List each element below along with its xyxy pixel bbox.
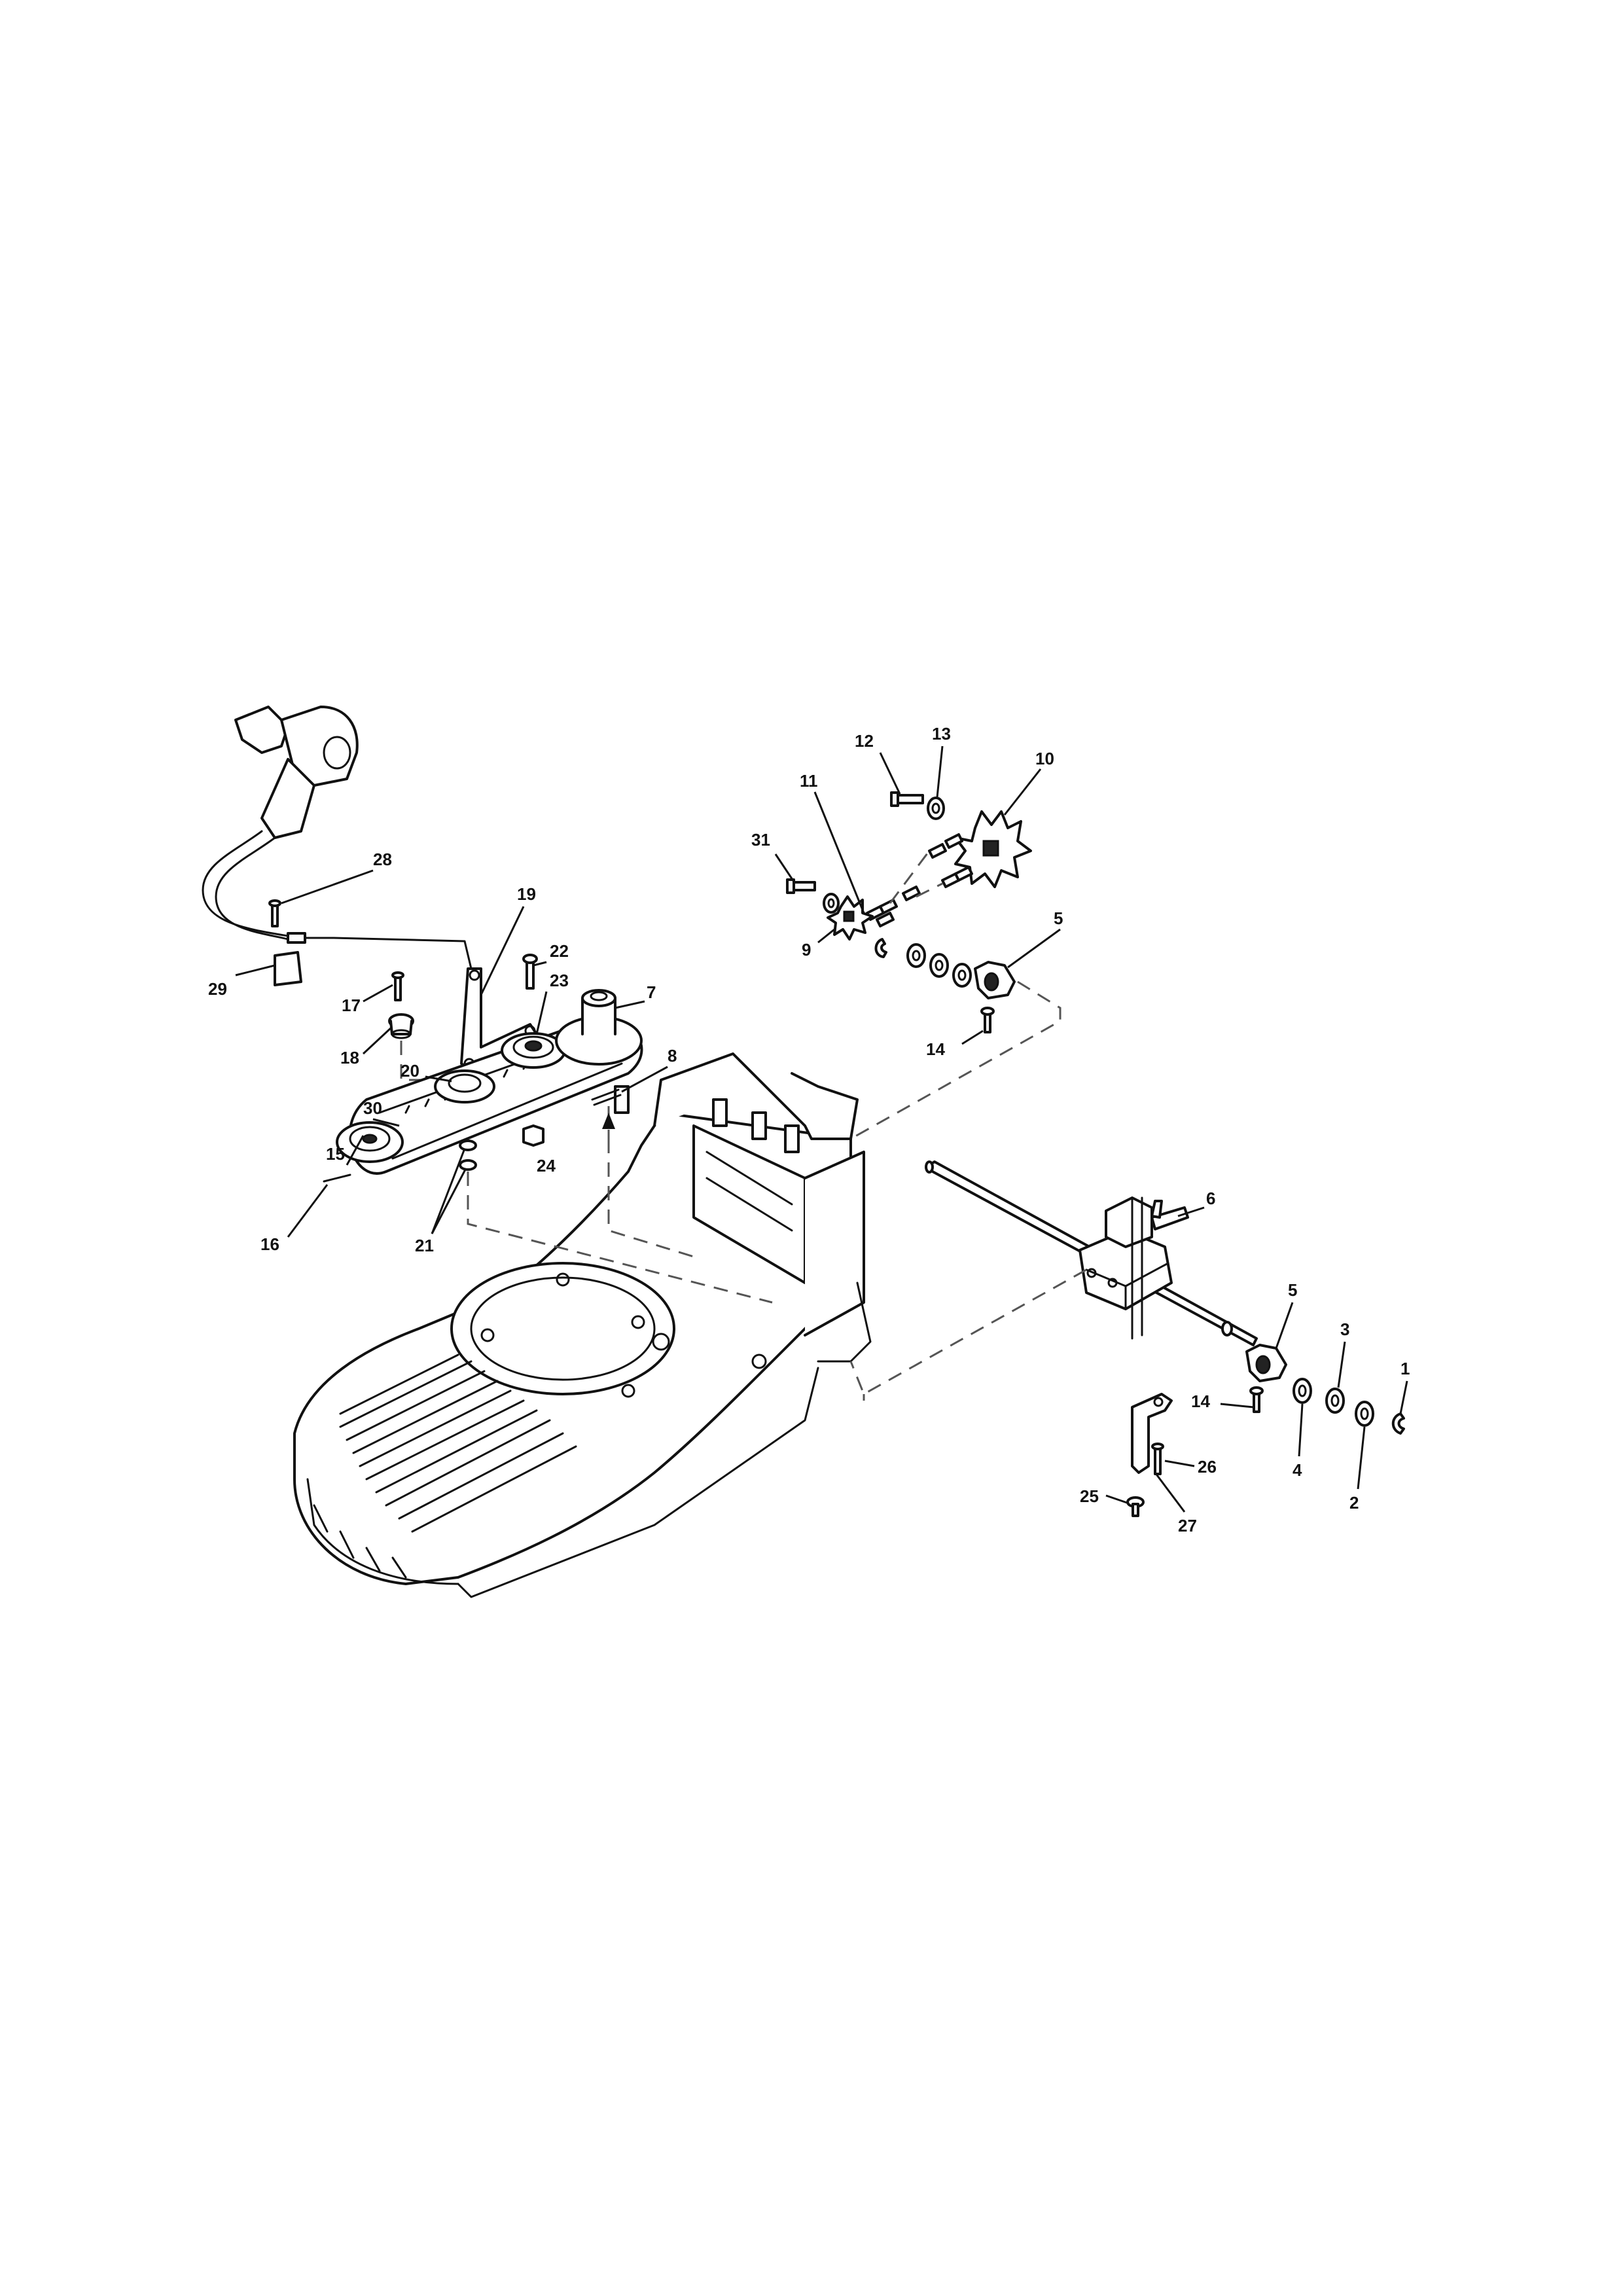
- gearbox-axle-assembly: [925, 1160, 1258, 1346]
- washer-3: [1325, 1388, 1345, 1414]
- bushing-18: [388, 1013, 414, 1039]
- callout-labels: 1 2 3 4 5 5 6 7 8 9 10 11 12 13 14 14 15…: [208, 724, 1410, 1535]
- callout-27: 27: [1178, 1516, 1197, 1535]
- pin-16: [323, 1174, 351, 1183]
- screw-25: [1126, 1496, 1145, 1517]
- screw-17: [391, 971, 404, 1001]
- callout-26: 26: [1198, 1457, 1217, 1477]
- callout-17: 17: [342, 996, 361, 1015]
- screw-28: [268, 899, 281, 927]
- belt-drive-assembly: [336, 989, 643, 1175]
- spring-8: [591, 1088, 622, 1106]
- cable-bracket: [274, 932, 473, 986]
- callout-23: 23: [550, 971, 569, 990]
- clip-1: [1391, 1412, 1405, 1435]
- callout-8: 8: [668, 1046, 677, 1066]
- callout-28: 28: [373, 850, 392, 869]
- screw-14-upper: [980, 1007, 995, 1033]
- callout-21: 21: [415, 1236, 434, 1255]
- callout-3: 3: [1340, 1319, 1349, 1339]
- callout-19: 19: [517, 884, 536, 904]
- callout-10: 10: [1035, 749, 1054, 768]
- drive-control-lever: [202, 706, 359, 941]
- washer-4: [1293, 1378, 1312, 1404]
- leader-lines: [235, 745, 1408, 1513]
- mower-deck: [293, 1052, 872, 1598]
- callout-2: 2: [1349, 1493, 1359, 1513]
- bearing-5-lower: [1245, 1344, 1287, 1382]
- bracket-27: [1131, 1393, 1173, 1474]
- callout-6: 6: [1206, 1189, 1215, 1208]
- washers-21: [459, 1139, 477, 1171]
- arrow-up-icon: [602, 1113, 615, 1129]
- washer-2: [1355, 1401, 1374, 1427]
- callout-22: 22: [550, 941, 569, 961]
- nut-24: [522, 1124, 544, 1147]
- callout-14-upper: 14: [926, 1039, 945, 1059]
- callout-18: 18: [340, 1048, 359, 1067]
- callout-31: 31: [751, 830, 770, 850]
- callout-15: 15: [326, 1144, 345, 1164]
- screw-26: [1151, 1443, 1164, 1475]
- callout-25: 25: [1080, 1486, 1099, 1506]
- callout-7: 7: [647, 982, 656, 1002]
- callout-12: 12: [855, 731, 874, 751]
- callout-30: 30: [363, 1098, 382, 1118]
- callout-5-upper: 5: [1054, 908, 1063, 928]
- callout-16: 16: [260, 1234, 279, 1254]
- callout-5-lower: 5: [1288, 1280, 1297, 1300]
- callout-13: 13: [932, 724, 951, 744]
- screw-22: [522, 954, 538, 990]
- callout-14-lower: 14: [1191, 1391, 1210, 1411]
- callout-11: 11: [800, 771, 818, 791]
- callout-20: 20: [401, 1061, 419, 1081]
- callout-24: 24: [537, 1156, 556, 1175]
- callout-29: 29: [208, 979, 227, 999]
- callout-9: 9: [802, 940, 811, 960]
- screw-14-lower: [1249, 1386, 1264, 1413]
- callout-4: 4: [1293, 1460, 1302, 1480]
- bearing-5-upper: [974, 961, 1016, 999]
- washer-stack-upper: [874, 938, 972, 988]
- callout-1: 1: [1400, 1359, 1410, 1378]
